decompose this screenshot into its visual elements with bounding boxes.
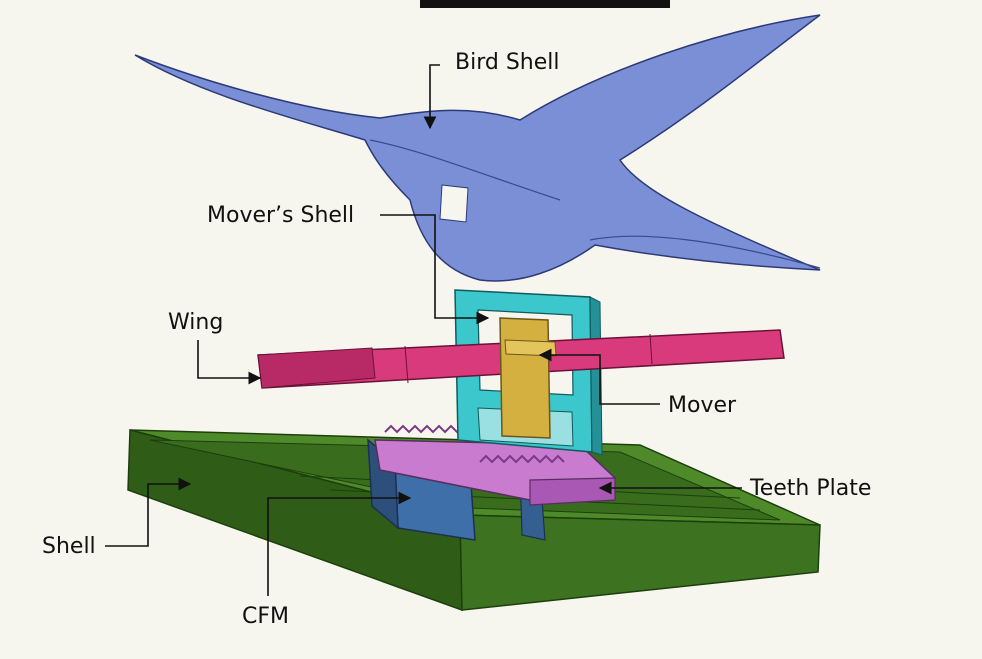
movers-shell-label: Mover’s Shell [207,203,355,228]
mover-part [499,317,557,439]
leader-lines [105,64,742,596]
bird-shell-part [134,14,821,282]
teeth-plate-label: Teeth Plate [750,476,872,501]
bird-shell-label: Bird Shell [455,50,560,75]
wing-label: Wing [168,310,224,335]
shell-label: Shell [42,534,96,559]
teeth-plate-part [374,424,617,506]
cropped-title-fragment [420,0,670,8]
mover-label: Mover [668,393,737,418]
cfm-label: CFM [242,604,289,629]
